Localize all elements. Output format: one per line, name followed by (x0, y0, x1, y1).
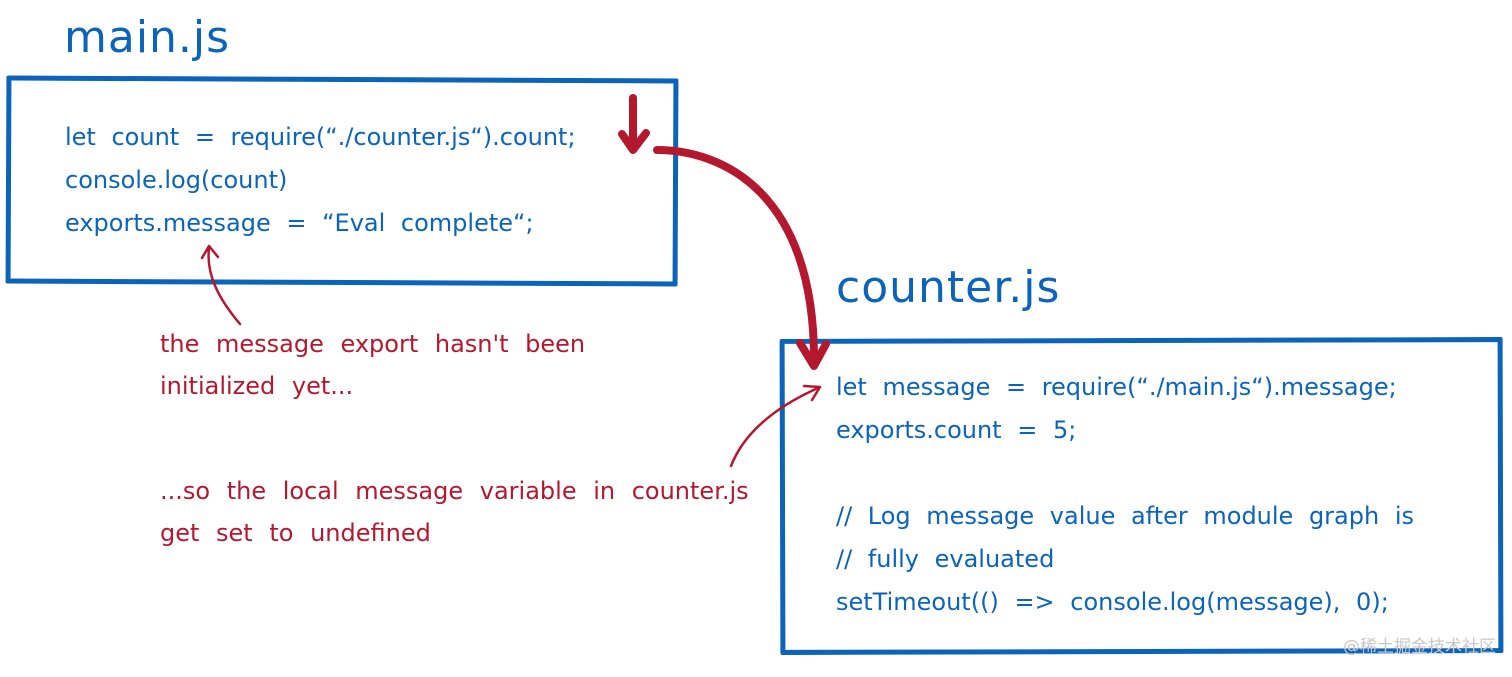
annotation-set-undefined-line-2: get set to undefined (160, 519, 431, 547)
annotation-not-initialized-line-1: the message export hasn't been (160, 330, 586, 358)
counter-js-code-line-4: // fully evaluated (836, 545, 1055, 573)
counter-js-title: counter.js (836, 262, 1061, 313)
watermark: @稀土掘金技术社区 (1343, 637, 1496, 657)
main-js-code-line-2: console.log(count) (65, 166, 288, 194)
main-js-code-line-1: let count = require(“./counter.js“).coun… (65, 123, 576, 151)
counter-js-code-line-1: let message = require(“./main.js“).messa… (836, 373, 1397, 401)
main-js-title: main.js (64, 12, 231, 63)
annotation-not-initialized-line-2: initialized yet... (160, 372, 354, 400)
counter-js-code-line-2: exports.count = 5; (836, 416, 1077, 444)
counter-js-code-line-3: // Log message value after module graph … (836, 502, 1414, 530)
main-js-code-line-3: exports.message = “Eval complete“; (65, 209, 534, 237)
annotation-set-undefined-line-1: ...so the local message variable in coun… (160, 477, 749, 505)
counter-js-code-line-5: setTimeout(() => console.log(message), 0… (836, 588, 1389, 616)
